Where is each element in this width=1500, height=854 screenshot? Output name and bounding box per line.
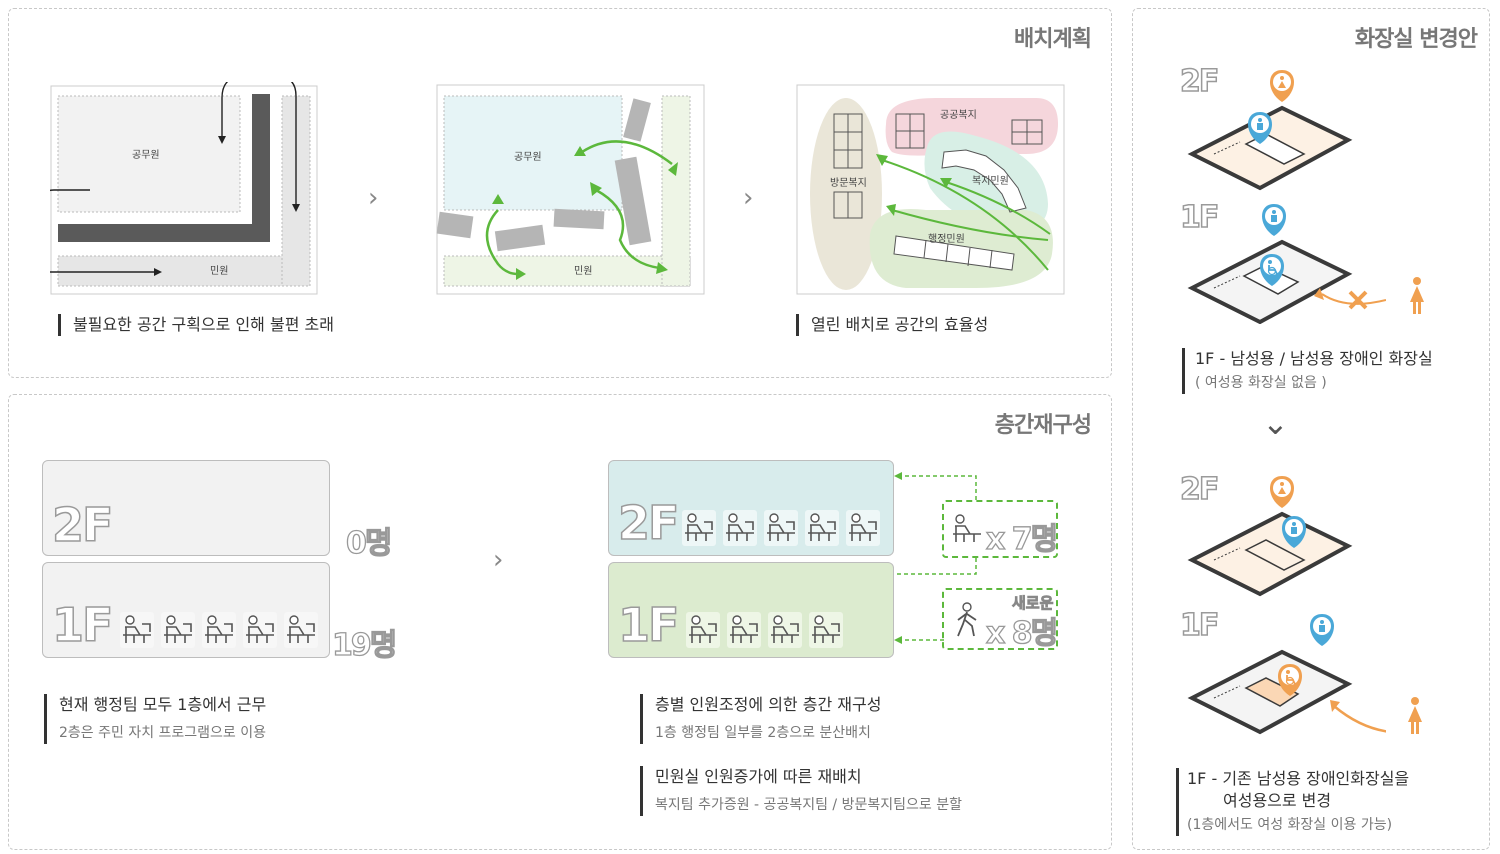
caption-civil-increase: 민원실 인원증가에 따른 재배치 복지팀 추가증원 - 공공복지팀 / 방문복지…: [640, 766, 962, 816]
worker-desk-icon: [768, 612, 802, 648]
next-arrow-2: ›: [743, 183, 754, 213]
new-tag: 새로운: [1012, 594, 1054, 613]
move-to-2f-box: [942, 500, 1058, 558]
civil-label: 민원: [210, 265, 228, 277]
move-connectors: [894, 472, 977, 644]
zoned-layout-diagram: 공공복지 방문복지 복지민원 행정민원: [796, 84, 1066, 296]
toilet-change-title: 화장실 변경안: [1354, 27, 1478, 52]
caption-open-layout: 열린 배치로 공간의 효율성: [796, 314, 988, 336]
worker-desk-icon: [686, 612, 720, 648]
caption-floor-reorg: 층별 인원조정에 의한 층간 재구성 1층 행정팀 일부를 2층으로 분산배치: [640, 694, 881, 744]
new-count: x 8명: [985, 615, 1059, 651]
caption-toilet-before: 1F - 남성용 / 남성용 장애인 화장실 ( 여성용 화장실 없음 ): [1182, 348, 1433, 394]
worker-desk-icon: [284, 612, 318, 648]
next-arrow-1: ›: [368, 183, 379, 213]
staff-label-2: 공무원: [514, 151, 542, 163]
caption-current-floors: 현재 행정팀 모두 1층에서 근무 2층은 주민 자치 프로그램으로 이용: [44, 694, 266, 744]
current-2f-label: 2F: [51, 497, 114, 553]
worker-desk-icon: [682, 510, 716, 546]
worker-desk-icon: [243, 612, 277, 648]
proposed-1f-label: 1F: [617, 597, 680, 653]
toilet-before-2f: 2F: [1179, 63, 1220, 100]
current-2f-box: [42, 460, 330, 556]
worker-desk-icon: [846, 510, 880, 546]
toilet-before-diagram: [1187, 70, 1386, 324]
worker-desk-icon: [161, 612, 195, 648]
current-layout-diagram: 공무원 민원: [41, 75, 318, 296]
civil-label-2: 민원: [574, 265, 592, 277]
next-arrow-3: ›: [493, 545, 504, 575]
worker-desk-icon: [805, 510, 839, 546]
worker-desk-icon: [723, 510, 757, 546]
new-staff-walking-icon: [950, 602, 984, 638]
woman-icon-after: [1408, 697, 1422, 734]
woman-icon-before: [1410, 277, 1424, 314]
worker-desk-icon: [120, 612, 154, 648]
open-layout-diagram: 공무원 민원: [436, 84, 706, 296]
toilet-after-1f: 1F: [1179, 607, 1220, 644]
worker-desk-icon: [727, 612, 761, 648]
toilet-after-2f: 2F: [1179, 471, 1220, 508]
floor-reorg-title: 층간재구성: [994, 413, 1092, 438]
current-1f-count: 19명: [331, 627, 398, 663]
visit-welfare-label: 방문복지: [830, 177, 867, 189]
worker-desk-icon: [764, 510, 798, 546]
current-1f-label: 1F: [51, 597, 114, 653]
caption-toilet-after: 1F - 기존 남성용 장애인화장실을 여성용으로 변경 (1층에서도 여성 화…: [1176, 768, 1409, 836]
proposed-2f-label: 2F: [617, 495, 680, 551]
admin-civil-label: 행정민원: [928, 233, 965, 245]
current-2f-count: 0명: [345, 525, 393, 561]
new-staff-box: [942, 588, 1058, 650]
move-count: x 7명: [985, 521, 1059, 557]
move-worker-icon: [950, 512, 984, 548]
welfare-civil-label: 복지민원: [972, 175, 1009, 187]
worker-desk-icon: [809, 612, 843, 648]
caption-current-layout: 불필요한 공간 구획으로 인해 불편 초래: [58, 314, 334, 336]
toilet-after-diagram: [1187, 476, 1386, 735]
toilet-before-1f: 1F: [1179, 199, 1220, 236]
worker-desk-icon: [202, 612, 236, 648]
layout-plan-title: 배치계획: [1014, 27, 1092, 52]
down-arrow: ⌄: [1262, 404, 1289, 442]
staff-label: 공무원: [132, 149, 160, 161]
public-welfare-label: 공공복지: [940, 109, 977, 121]
